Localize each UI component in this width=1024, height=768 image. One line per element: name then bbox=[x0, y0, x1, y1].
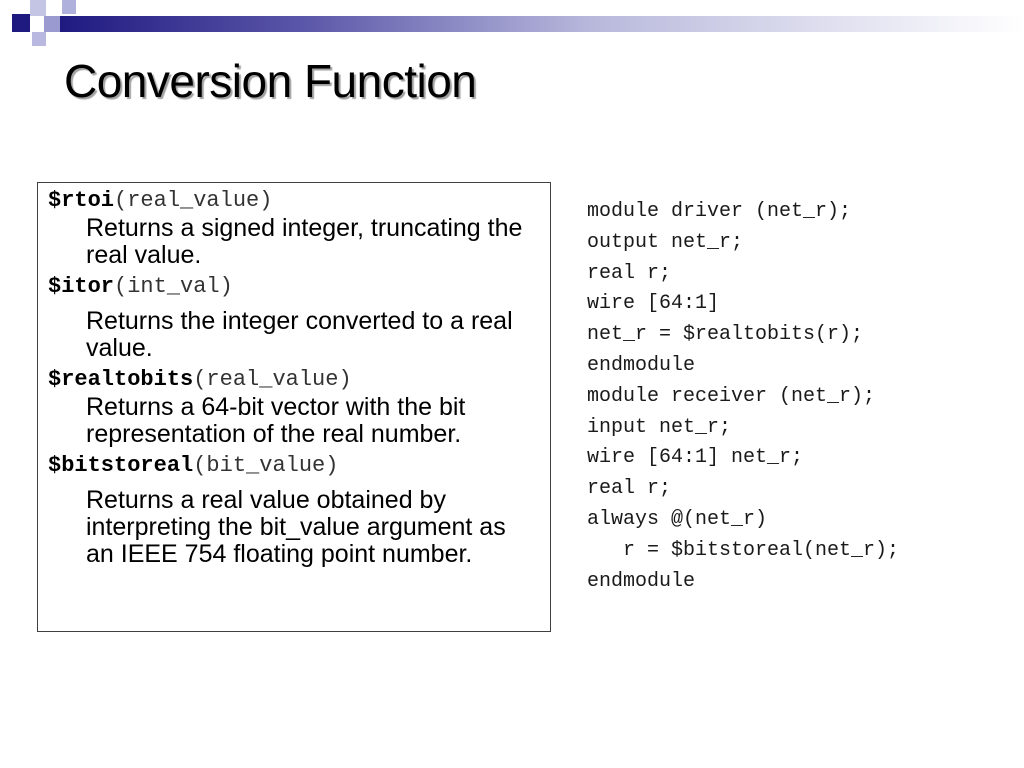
function-argument: (real_value) bbox=[193, 367, 352, 392]
header-gradient-bar bbox=[60, 16, 1024, 32]
code-line: endmodule bbox=[587, 353, 696, 377]
code-line: r = $bitstoreal(net_r); bbox=[587, 538, 900, 562]
code-line: wire [64:1] net_r; bbox=[587, 446, 804, 470]
function-entry-rtoi: $rtoi(real_value) Returns a signed integ… bbox=[48, 187, 540, 269]
function-list-box: $rtoi(real_value) Returns a signed integ… bbox=[37, 182, 551, 632]
code-example: module driver (net_r); output net_r; rea… bbox=[587, 197, 899, 597]
deco-square-medium-top bbox=[62, 0, 76, 14]
function-signature: $rtoi(real_value) bbox=[48, 187, 540, 215]
function-signature: $realtobits(real_value) bbox=[48, 366, 540, 394]
function-name: $realtobits bbox=[48, 367, 194, 392]
function-entry-bitstoreal: $bitstoreal(bit_value) Returns a real va… bbox=[48, 452, 540, 568]
code-line: module receiver (net_r); bbox=[587, 384, 876, 408]
function-signature: $bitstoreal(bit_value) bbox=[48, 452, 540, 480]
function-name: $bitstoreal bbox=[48, 453, 194, 478]
header-decoration bbox=[0, 0, 1024, 48]
code-line: input net_r; bbox=[587, 415, 732, 439]
code-line: module driver (net_r); bbox=[587, 200, 852, 223]
deco-square-lower bbox=[32, 32, 46, 46]
function-description: Returns the integer converted to a real … bbox=[86, 307, 513, 362]
function-argument: (bit_value) bbox=[193, 453, 339, 478]
function-description: Returns a 64-bit vector with the bit rep… bbox=[86, 393, 466, 448]
function-entry-itor: $itor(int_val) Returns the integer conve… bbox=[48, 273, 540, 362]
deco-square-light bbox=[30, 0, 46, 16]
function-name: $rtoi bbox=[48, 188, 115, 213]
code-line: real r; bbox=[587, 261, 672, 285]
function-description: Returns a real value obtained by interpr… bbox=[86, 486, 506, 568]
function-name: $itor bbox=[48, 274, 115, 299]
deco-square-medium bbox=[44, 16, 60, 32]
function-argument: (int_val) bbox=[114, 274, 233, 299]
function-description: Returns a signed integer, truncating the… bbox=[86, 214, 523, 269]
deco-square-dark bbox=[12, 14, 30, 32]
code-line: endmodule bbox=[587, 569, 696, 593]
function-entry-realtobits: $realtobits(real_value) Returns a 64-bit… bbox=[48, 366, 540, 448]
function-signature: $itor(int_val) bbox=[48, 273, 540, 301]
code-line: always @(net_r) bbox=[587, 507, 768, 531]
page-title: Conversion Function bbox=[64, 55, 477, 107]
code-line: net_r = $realtobits(r); bbox=[587, 323, 864, 347]
code-line: output net_r; bbox=[587, 230, 744, 254]
code-line: real r; bbox=[587, 477, 672, 501]
code-line: wire [64:1] bbox=[587, 292, 720, 316]
function-argument: (real_value) bbox=[114, 188, 273, 213]
